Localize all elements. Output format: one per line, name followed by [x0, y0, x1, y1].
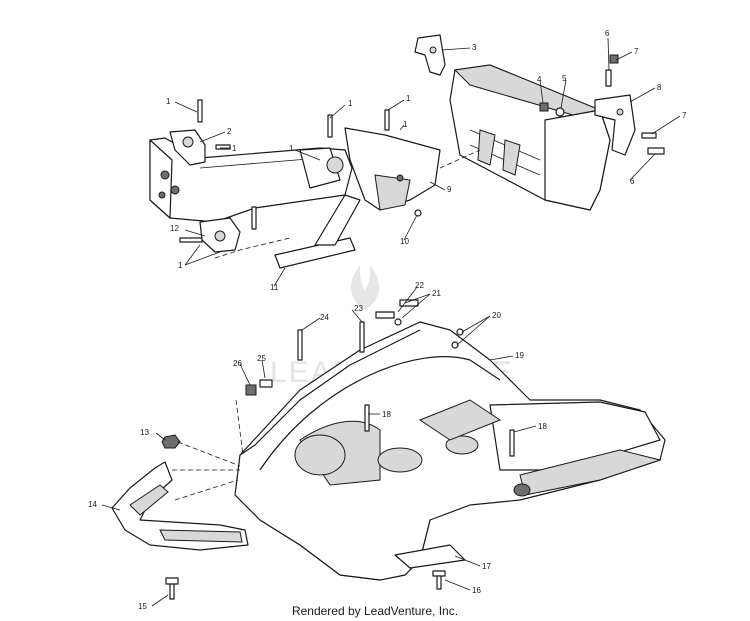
belly-pan — [234, 321, 666, 581]
bracket-12 — [199, 217, 241, 253]
callout-25: 25 — [257, 354, 266, 363]
fasteners-upper — [179, 54, 665, 243]
callout-18: 18 — [382, 410, 391, 419]
callout-1: 1 — [406, 94, 411, 103]
leader-lines — [101, 37, 681, 607]
callout-22: 22 — [415, 281, 424, 290]
callout-1: 1 — [403, 120, 408, 129]
callout-4: 4 — [537, 75, 542, 84]
bumper-14 — [111, 461, 249, 551]
callout-3: 3 — [472, 43, 477, 52]
callout-5: 5 — [562, 74, 567, 83]
bracket-3 — [414, 34, 446, 76]
callout-6: 6 — [630, 177, 635, 186]
footer-credit: Rendered by LeadVenture, Inc. — [291, 604, 459, 618]
callout-23: 23 — [354, 304, 363, 313]
callout-14: 14 — [88, 500, 97, 509]
callout-1: 1 — [166, 97, 171, 106]
callout-7: 7 — [634, 47, 639, 56]
upper-dashed-line — [439, 149, 481, 169]
callout-2: 2 — [227, 127, 232, 136]
callout-8: 8 — [657, 83, 662, 92]
strut-11 — [274, 194, 361, 269]
callout-1: 1 — [289, 144, 294, 153]
bracket-9 — [344, 127, 441, 211]
callout-9: 9 — [447, 185, 452, 194]
callout-1: 1 — [232, 144, 237, 153]
callout-15: 15 — [138, 602, 147, 611]
callout-24: 24 — [320, 313, 329, 322]
callout-6: 6 — [605, 29, 610, 38]
callout-1: 1 — [178, 261, 183, 270]
callout-18: 18 — [538, 422, 547, 431]
bracket-8 — [594, 94, 636, 156]
callout-11: 11 — [270, 283, 279, 292]
callout-7: 7 — [682, 111, 687, 120]
callout-21: 21 — [432, 289, 441, 298]
callout-10: 10 — [400, 237, 409, 246]
fasteners-lower — [161, 299, 515, 600]
callout-12: 12 — [170, 224, 179, 233]
callouts: 1 2 1 1 1 1 1 3 4 5 6 7 8 7 6 9 10 11 12… — [88, 29, 687, 611]
bracket-2 — [169, 129, 206, 166]
callout-17: 17 — [482, 562, 491, 571]
callout-19: 19 — [515, 351, 524, 360]
callout-20: 20 — [492, 311, 501, 320]
cross-member — [449, 64, 611, 211]
callout-26: 26 — [233, 359, 242, 368]
callout-1: 1 — [348, 99, 353, 108]
callout-16: 16 — [472, 586, 481, 595]
callout-13: 13 — [140, 428, 149, 437]
